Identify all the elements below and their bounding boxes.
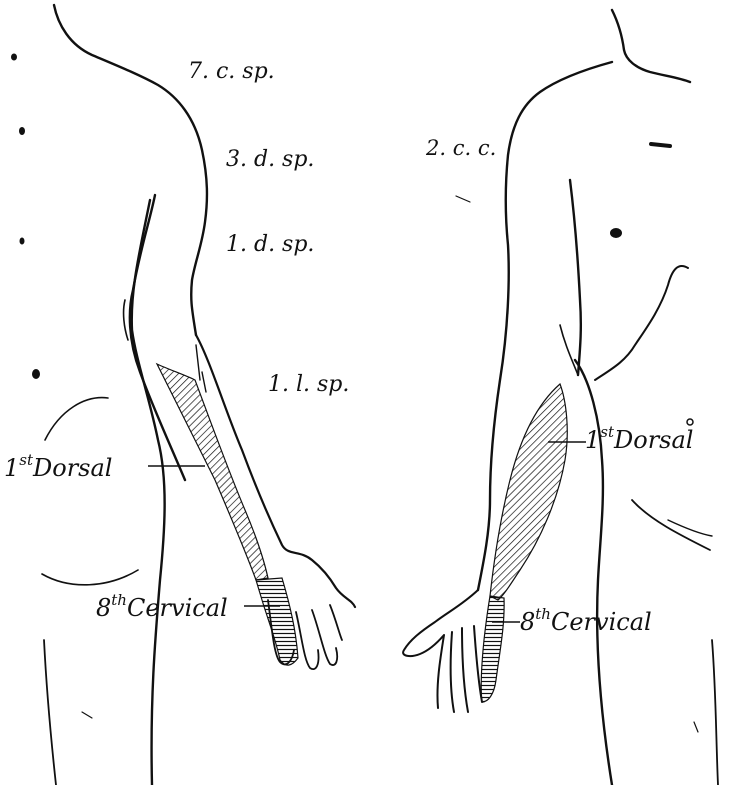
label-1-d-sp: 1. d. sp.	[226, 232, 314, 257]
back-labels: 7. c. sp. 3. d. sp. 1. d. sp. 1. l. sp. …	[4, 59, 349, 622]
back-elbow-mark-1	[196, 345, 200, 380]
back-cervical-region	[256, 578, 298, 665]
back-torso-line	[132, 200, 165, 785]
front-cervical-region	[481, 596, 504, 702]
front-nipple	[610, 228, 622, 238]
back-spine-dots	[11, 54, 40, 380]
front-leg-mark	[694, 722, 698, 732]
back-hip-curve-upper	[45, 398, 108, 440]
back-leg-line	[44, 640, 56, 785]
back-shoulder-contour	[54, 5, 207, 335]
back-small-mark	[82, 712, 92, 718]
label-7-c-sp: 7. c. sp.	[188, 59, 275, 84]
front-tick-mark	[456, 196, 470, 202]
front-navel	[687, 419, 693, 425]
front-neck-line	[612, 10, 690, 82]
front-dorsal-region	[490, 384, 567, 600]
label-3-d-sp: 3. d. sp.	[226, 147, 314, 172]
front-clavicle-mark	[651, 144, 670, 146]
label-1-l-sp: 1. l. sp.	[268, 372, 349, 397]
front-hand	[403, 590, 482, 712]
front-inner-arm	[570, 180, 581, 375]
back-hip-curve-lower	[42, 570, 138, 585]
front-cervical-label: 8thCervical	[520, 605, 652, 636]
label-2-c-c: 2. c. c.	[425, 136, 496, 160]
back-dorsal-label: 1stDorsal	[4, 451, 112, 482]
back-elbow-mark-2	[202, 372, 206, 392]
back-elbow-crease	[124, 300, 128, 340]
back-cervical-label: 8thCervical	[96, 591, 228, 622]
front-leg-line	[712, 640, 718, 785]
front-axilla-line	[560, 325, 578, 375]
front-hip-curve	[632, 500, 710, 550]
front-figure	[403, 10, 718, 785]
front-hip-crease	[668, 520, 712, 536]
front-chest-contour	[595, 266, 688, 380]
